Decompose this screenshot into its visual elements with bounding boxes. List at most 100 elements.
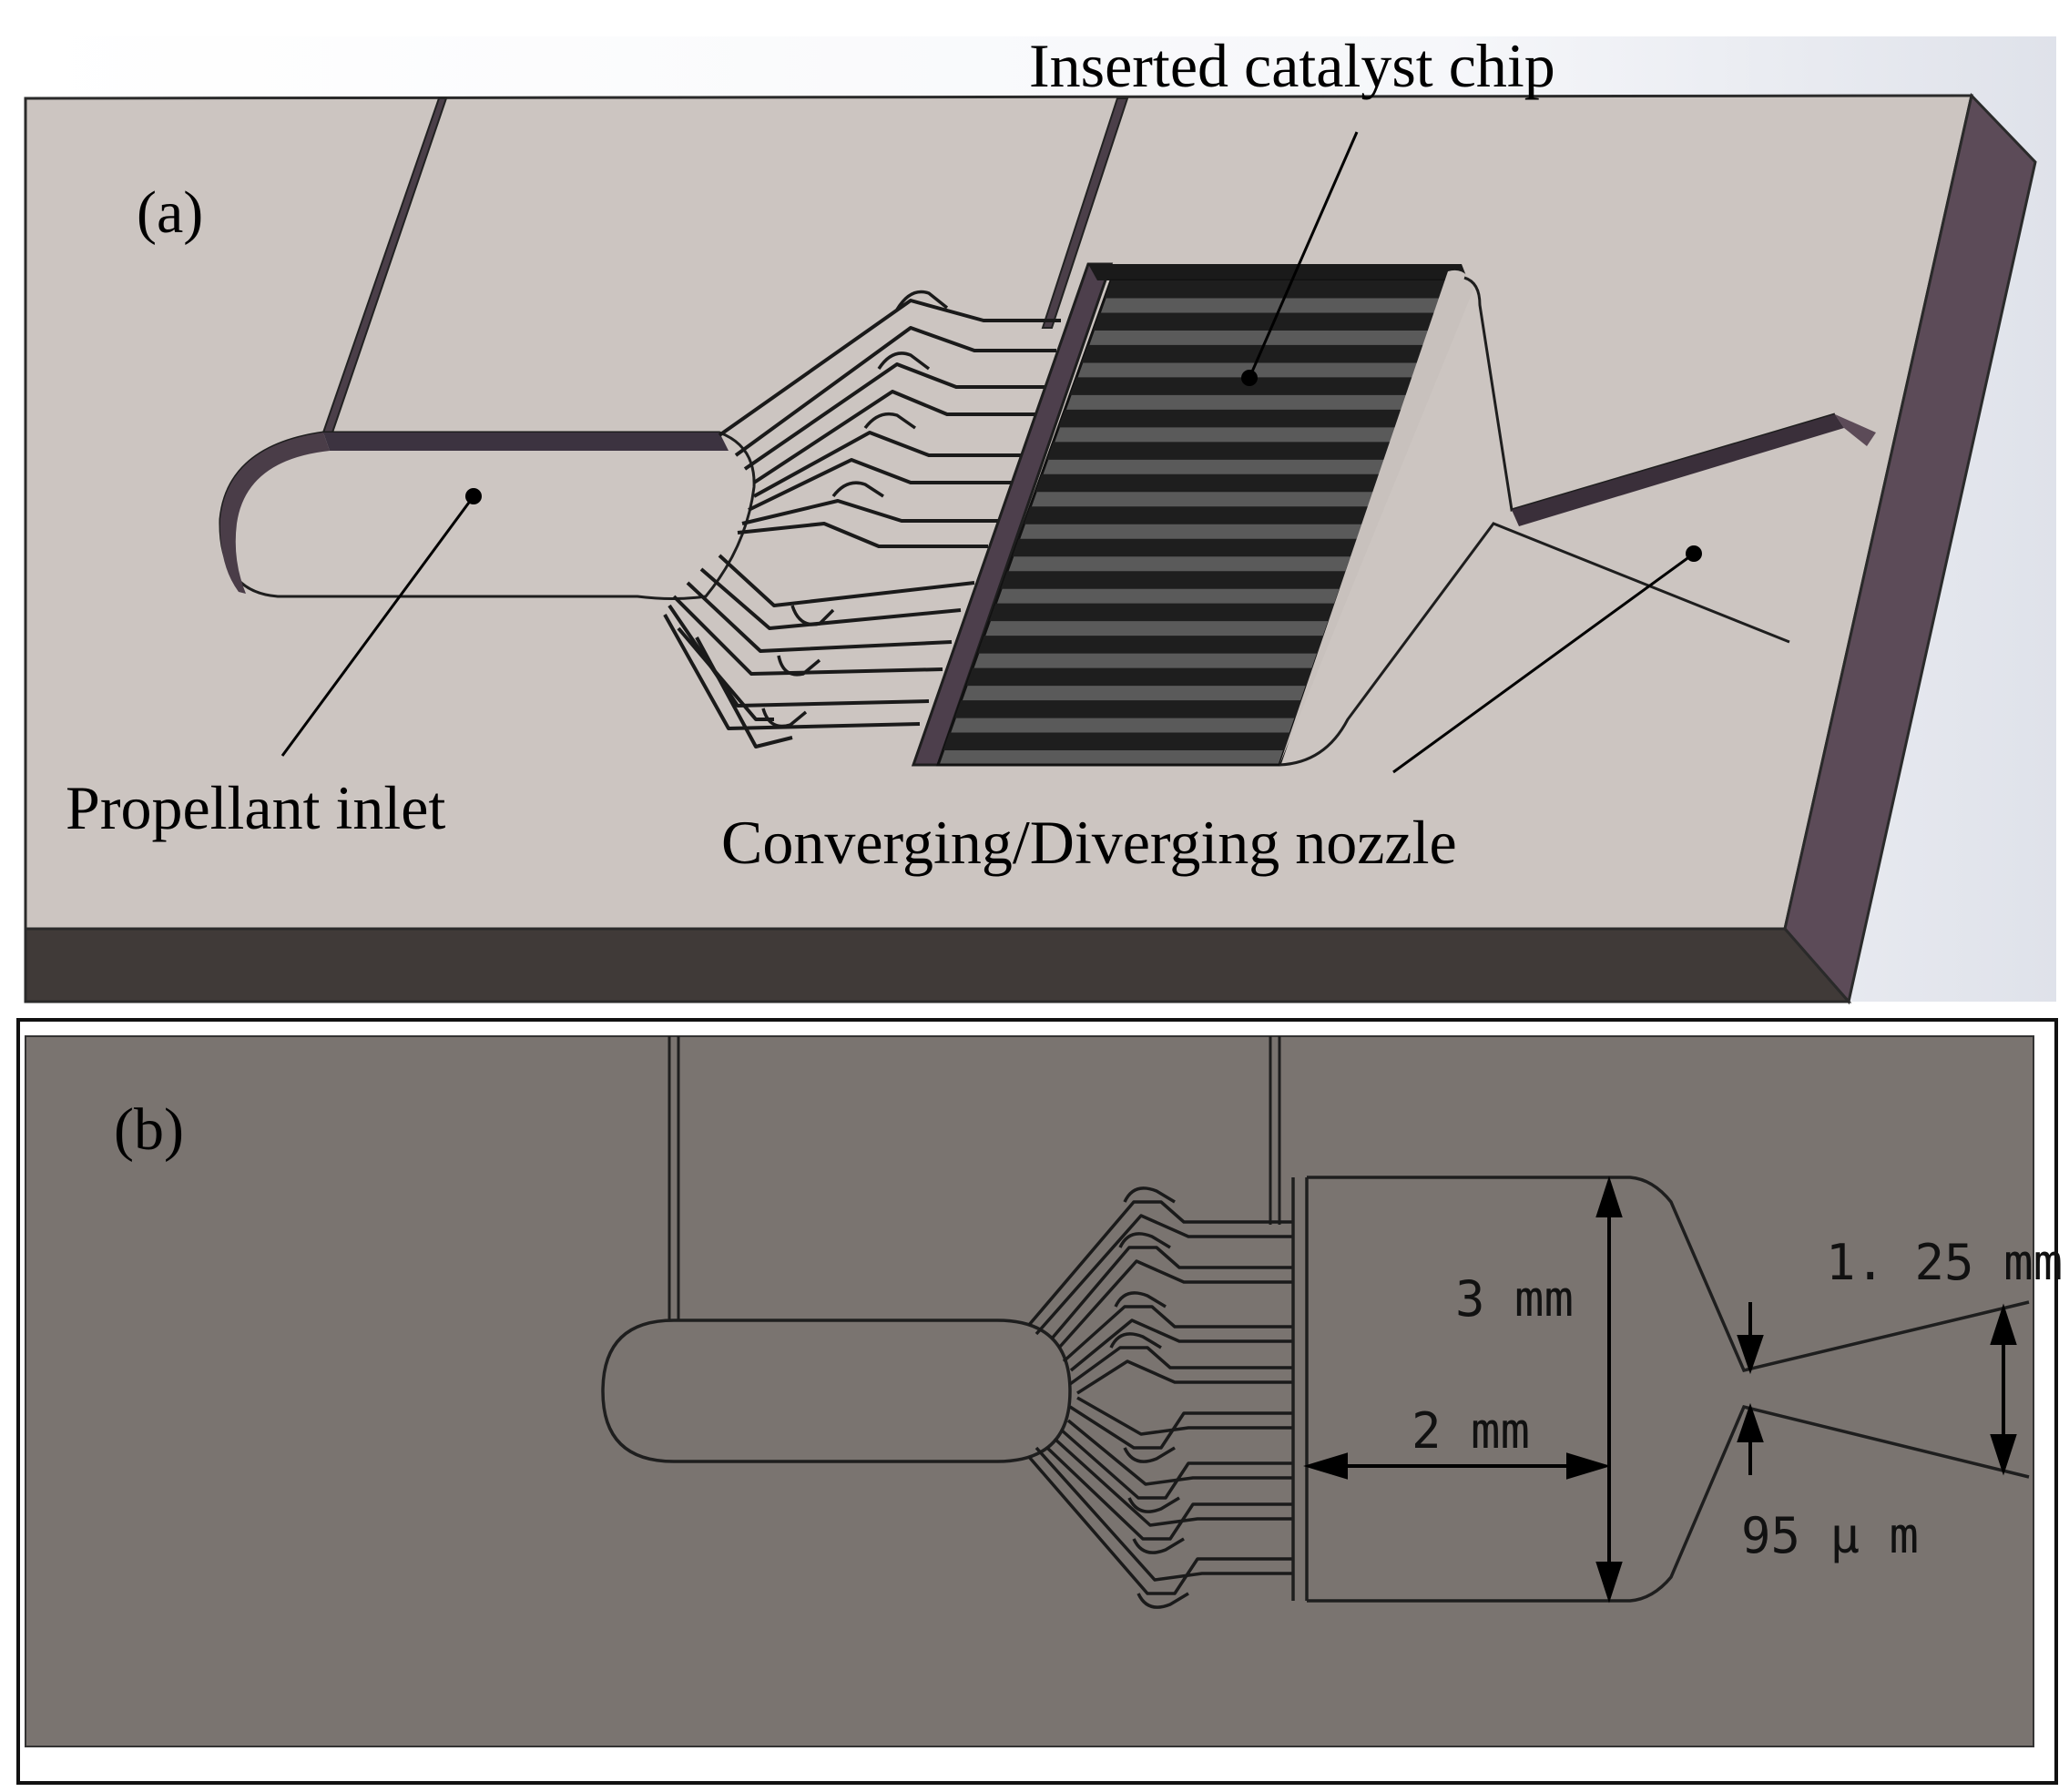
plan-catalyst-chamber (1291, 1176, 2030, 1603)
dimension-arrows (1303, 1176, 2017, 1604)
channel-loop-3d (831, 481, 884, 498)
channel-3d (718, 299, 1061, 437)
panel-b-tag: (b) (114, 1096, 184, 1163)
inlet-pocket-wall-top (323, 433, 729, 451)
channel-3d (743, 362, 1047, 471)
catalyst-groove (1070, 377, 1414, 395)
dim-95um-arrow-bottom (1737, 1402, 1764, 1442)
catalyst-groove (989, 603, 1336, 622)
plan-channel (1062, 1305, 1293, 1363)
chamber-recess (1279, 270, 1473, 765)
catalyst-groove (1012, 538, 1359, 557)
dim-95um-arrow-top (1737, 1335, 1764, 1375)
channel-3d (734, 326, 1056, 457)
panel-a: (a) Inserted catalyst chip Propellant in… (24, 31, 2056, 1005)
dim-2mm-arrow-right (1566, 1452, 1611, 1480)
channel-3d (695, 636, 793, 748)
plan-channel (1069, 1405, 1293, 1450)
leader-line-inlet (280, 495, 475, 757)
channel-3d (699, 567, 962, 630)
nozzle-label: Converging/Diverging nozzle (721, 808, 1457, 877)
dim-chamber-height-label: 3 mm (1455, 1270, 1574, 1328)
dim-exit-width-label: 1. 25 mm (1826, 1234, 2063, 1291)
plan-channel (1059, 1428, 1293, 1500)
catalyst-groove (1105, 280, 1448, 299)
channel-3d (748, 458, 1015, 512)
plan-channel-loop (1132, 1537, 1185, 1554)
catalyst-groove (954, 700, 1302, 718)
catalyst-groove (966, 667, 1313, 687)
nozzle-wall-end (1835, 414, 1876, 446)
plan-channel (1034, 1446, 1293, 1582)
plan-inlet-plenum (601, 1319, 1072, 1463)
catalyst-groove (943, 732, 1291, 751)
channel-3d (737, 522, 988, 548)
plan-slots (668, 1036, 1281, 1320)
leader-dot-catalyst (1241, 370, 1258, 386)
channel-loop-3d (895, 290, 949, 311)
channel-3d (668, 604, 930, 708)
plan-channel (1076, 1396, 1293, 1436)
plan-channel (1057, 1259, 1293, 1349)
plan-channel (1053, 1437, 1293, 1527)
slab-front-face (24, 927, 1852, 1003)
dim-2mm-arrow-left (1303, 1452, 1348, 1480)
catalyst-groove (1001, 571, 1347, 589)
catalyst-groove (1035, 473, 1381, 493)
plan-middle-slot (1269, 1036, 1281, 1225)
dim-125mm-arrow-top (1990, 1303, 2017, 1345)
catalyst-grooves (943, 280, 1448, 751)
channel-3d (663, 614, 921, 730)
leader-dot-nozzle (1686, 545, 1702, 562)
plan-channel (1027, 1200, 1293, 1327)
plan-channel-loop (1136, 1592, 1189, 1609)
plan-distribution-channels (1027, 1186, 1293, 1609)
channel-3d (753, 431, 1029, 498)
plan-channel-loop (1127, 1496, 1180, 1513)
catalyst-chip-label: Inserted catalyst chip (1029, 31, 1555, 100)
dim-3mm-arrow-bottom (1595, 1562, 1623, 1604)
channel-loop-3d (777, 655, 821, 677)
plan-channel (1027, 1455, 1293, 1595)
catalyst-groove (1046, 442, 1392, 460)
middle-chip-slot (1041, 97, 1129, 329)
catalyst-groove (1093, 312, 1437, 331)
catalyst-back-wall (1088, 264, 1468, 280)
channel-loop-3d (877, 351, 931, 371)
plan-channel (1066, 1419, 1293, 1486)
nozzle-wall (1512, 414, 1844, 526)
catalyst-groove (1081, 344, 1426, 363)
propellant-inlet-label: Propellant inlet (66, 773, 445, 842)
distribution-channels-3d (663, 290, 1061, 748)
plan-channel (1068, 1346, 1293, 1386)
plan-channel (1045, 1446, 1293, 1541)
plan-channel (1034, 1214, 1293, 1336)
channel-3d (752, 390, 1038, 484)
leader-lines-a (280, 131, 1702, 774)
catalyst-groove (1058, 409, 1403, 428)
channel-loop-3d (761, 708, 808, 728)
nozzle-outline (1279, 276, 1836, 767)
plan-channel (1069, 1319, 1293, 1372)
plan-channel-loop (1123, 1446, 1176, 1463)
inlet-pocket (219, 431, 756, 600)
plan-channel-loop (1109, 1332, 1162, 1349)
inlet-pocket-wall-left (219, 433, 330, 594)
channel-3d (672, 595, 943, 676)
dim-125mm-arrow-bottom (1990, 1434, 2017, 1476)
channel-3d (741, 499, 1002, 525)
channel-loop-3d (863, 412, 917, 430)
dim-3mm-arrow-top (1595, 1176, 1623, 1217)
leader-line-catalyst (1248, 131, 1359, 379)
plan-channel (1050, 1246, 1293, 1340)
channel-3d (718, 554, 975, 607)
plan-channel-loop (1114, 1291, 1167, 1308)
channel-loop-3d (790, 605, 835, 626)
leader-line-nozzle (1392, 552, 1695, 774)
catalyst-groove (1024, 506, 1370, 524)
channel-3d (686, 581, 953, 653)
plan-channel-loop (1118, 1232, 1171, 1249)
catalyst-groove (977, 636, 1325, 654)
plan-channel-loop (1123, 1186, 1176, 1204)
dim-throat-width-label: 95 μ m (1741, 1507, 1919, 1564)
